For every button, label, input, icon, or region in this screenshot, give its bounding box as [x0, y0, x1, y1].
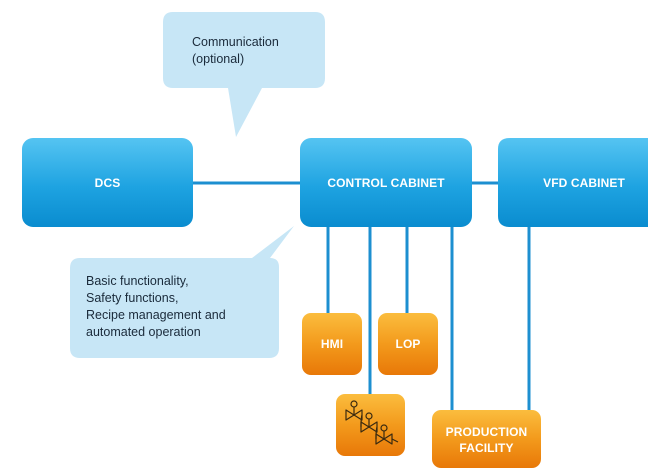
valve-assembly-icon [345, 400, 399, 445]
lop-box [378, 313, 438, 375]
communication-callout [163, 12, 325, 137]
vfd-cabinet-block [498, 138, 648, 227]
basic-functionality-callout [70, 226, 294, 358]
valves-box [336, 394, 405, 456]
production-facility-box [432, 410, 541, 468]
dcs-block [22, 138, 193, 227]
hmi-box [302, 313, 362, 375]
connectors [192, 181, 531, 411]
control-cabinet-block [300, 138, 472, 227]
